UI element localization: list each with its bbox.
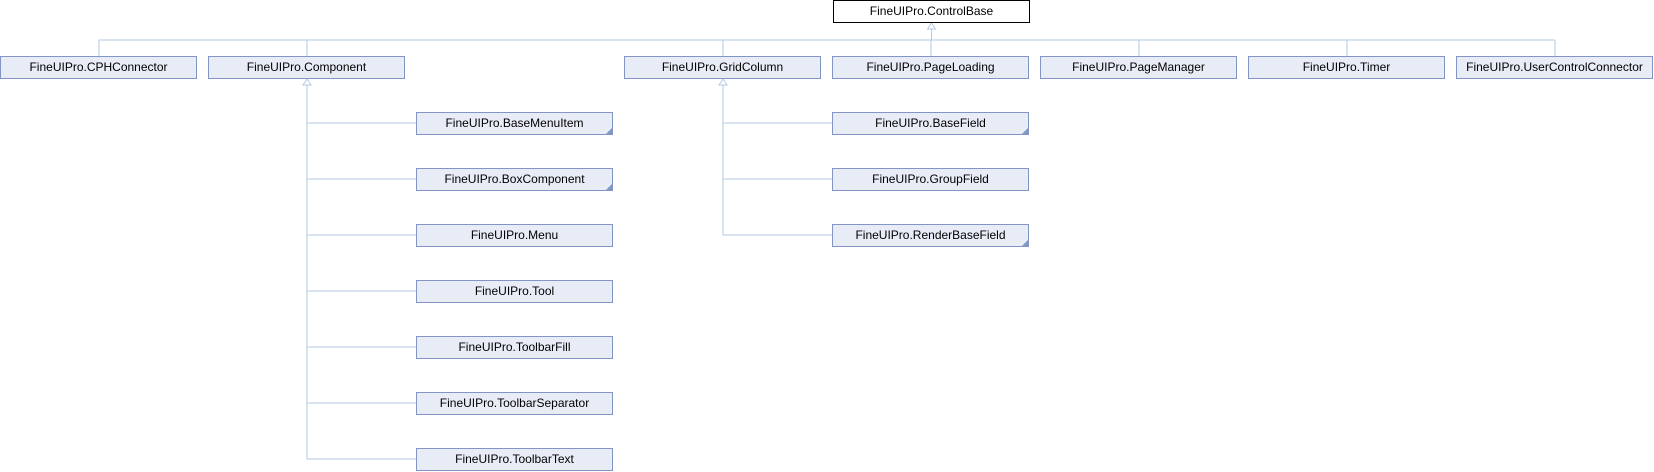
node-component[interactable]: FineUIPro.Component: [208, 56, 405, 79]
node-toolbarseparator[interactable]: FineUIPro.ToolbarSeparator: [416, 392, 613, 415]
node-label: FineUIPro.GroupField: [872, 172, 989, 186]
node-label: FineUIPro.BaseMenuItem: [445, 116, 584, 130]
node-controlbase: FineUIPro.ControlBase: [833, 0, 1030, 23]
node-label: FineUIPro.Component: [246, 60, 367, 74]
node-label: FineUIPro.PageManager: [1072, 60, 1205, 74]
node-label: FineUIPro.BoxComponent: [444, 172, 585, 186]
root-arrowhead: [926, 22, 937, 30]
more-subclasses-marker: [1022, 128, 1028, 134]
node-menu[interactable]: FineUIPro.Menu: [416, 224, 613, 247]
node-label: FineUIPro.RenderBaseField: [855, 228, 1006, 242]
node-pageloading[interactable]: FineUIPro.PageLoading: [832, 56, 1029, 79]
component-arrowhead: [302, 78, 312, 86]
node-pagemanager[interactable]: FineUIPro.PageManager: [1040, 56, 1237, 79]
node-cphconnector[interactable]: FineUIPro.CPHConnector: [0, 56, 197, 79]
node-toolbartext[interactable]: FineUIPro.ToolbarText: [416, 448, 613, 471]
node-label: FineUIPro.Menu: [470, 228, 559, 242]
node-label: FineUIPro.Tool: [474, 284, 555, 298]
node-label: FineUIPro.GridColumn: [661, 60, 784, 74]
node-label: FineUIPro.CPHConnector: [29, 60, 168, 74]
more-subclasses-marker: [606, 184, 612, 190]
node-basefield[interactable]: FineUIPro.BaseField: [832, 112, 1029, 135]
node-label: FineUIPro.ControlBase: [869, 4, 994, 18]
node-label: FineUIPro.UserControlConnector: [1466, 60, 1643, 74]
gridcolumn-arrowhead: [718, 78, 728, 86]
node-label: FineUIPro.ToolbarSeparator: [439, 396, 590, 410]
node-usercontrolconnector[interactable]: FineUIPro.UserControlConnector: [1456, 56, 1653, 79]
node-label: FineUIPro.Timer: [1302, 60, 1391, 74]
node-gridcolumn[interactable]: FineUIPro.GridColumn: [624, 56, 821, 79]
more-subclasses-marker: [1022, 240, 1028, 246]
node-label: FineUIPro.BaseField: [875, 116, 986, 130]
node-basemenuitem[interactable]: FineUIPro.BaseMenuItem: [416, 112, 613, 135]
more-subclasses-marker: [606, 128, 612, 134]
node-renderbasefield[interactable]: FineUIPro.RenderBaseField: [832, 224, 1029, 247]
node-label: FineUIPro.ToolbarFill: [458, 340, 571, 354]
node-groupfield[interactable]: FineUIPro.GroupField: [832, 168, 1029, 191]
node-timer[interactable]: FineUIPro.Timer: [1248, 56, 1445, 79]
node-toolbarfill[interactable]: FineUIPro.ToolbarFill: [416, 336, 613, 359]
node-label: FineUIPro.PageLoading: [866, 60, 995, 74]
node-label: FineUIPro.ToolbarText: [455, 452, 574, 466]
node-tool[interactable]: FineUIPro.Tool: [416, 280, 613, 303]
node-boxcomponent[interactable]: FineUIPro.BoxComponent: [416, 168, 613, 191]
